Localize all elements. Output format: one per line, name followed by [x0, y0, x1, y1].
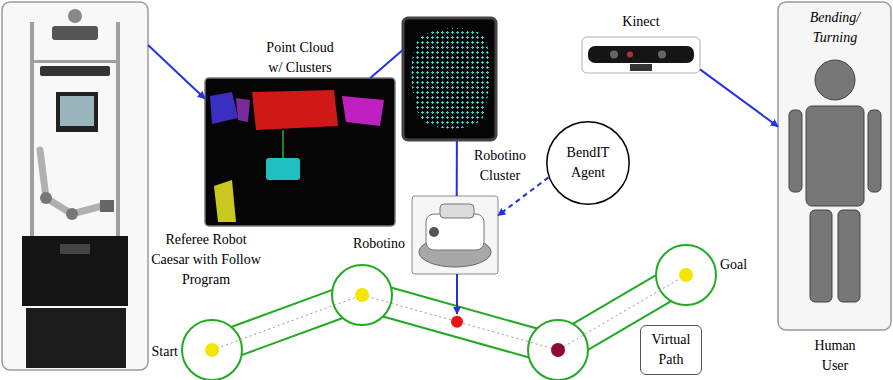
- start-circle: Start: [182, 320, 242, 380]
- connector: [498, 177, 549, 215]
- node-label: Robotino: [353, 234, 405, 254]
- cluster-node: Robotino Cluster: [403, 18, 496, 140]
- path-centerline: [212, 275, 686, 350]
- waypoint: [205, 343, 219, 357]
- agent-circle: BendIT Agent: [546, 121, 630, 205]
- point-cloud-node: Point Cloud w/ Clusters: [205, 78, 395, 226]
- node-label: Start: [152, 342, 178, 362]
- kinect-picture: [582, 37, 700, 73]
- node-label: Virtual Path: [646, 330, 696, 370]
- projection-arrow: [456, 274, 458, 314]
- connector: [700, 69, 778, 126]
- connector: [370, 50, 403, 78]
- cluster-image: [403, 18, 496, 140]
- connector: [148, 45, 205, 99]
- kinect-node: Kinect: [582, 37, 700, 73]
- node-label: Robotino Cluster: [469, 146, 531, 186]
- robot-position-dot: [451, 316, 463, 328]
- circle-outline: [546, 121, 630, 205]
- connector: [456, 140, 458, 196]
- point-cloud-image: [205, 78, 395, 226]
- human-figure: [778, 2, 891, 330]
- robotino-picture: [412, 196, 498, 274]
- node-label: Bending/ Turning: [804, 8, 866, 48]
- waypoint: [679, 268, 693, 282]
- current-waypoint: [551, 343, 565, 357]
- human-panel: Bending/ TurningHuman User: [778, 2, 891, 330]
- robotino-node: Robotino: [412, 196, 498, 274]
- node-label: Kinect: [582, 12, 700, 32]
- waypoint: [355, 288, 369, 302]
- robot-photo-node: Referee Robot Caesar with Follow Program: [2, 2, 148, 370]
- virtual-path-band: [182, 245, 716, 380]
- node-label: Referee Robot Caesar with Follow Program: [150, 230, 262, 290]
- node-label: Goal: [720, 255, 747, 275]
- virtual-path-box: Virtual Path: [640, 325, 702, 375]
- goal-circle: Goal: [656, 245, 716, 305]
- robot-photo: [2, 2, 148, 370]
- node-label: Human User: [804, 336, 866, 376]
- node-label: BendIT Agent: [557, 143, 619, 183]
- node-label: Point Cloud w/ Clusters: [258, 38, 342, 78]
